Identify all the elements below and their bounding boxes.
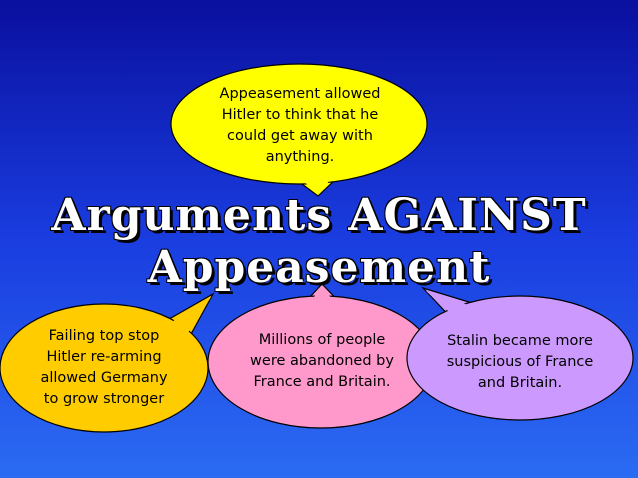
middle-bubble-text: Millions of people were abandoned by Fra… <box>250 332 394 390</box>
right-speech-bubble-shape <box>406 286 634 421</box>
left-speech-bubble-shape <box>0 292 215 433</box>
left-bubble-text: Failing top stop Hitler re-arming allowe… <box>40 328 168 407</box>
middle-speech-bubble-shape <box>207 283 435 429</box>
top-speech-bubble-shape <box>170 63 428 197</box>
top-bubble-text: Appeasement allowed Hitler to think that… <box>219 86 381 165</box>
right-bubble-text: Stalin became more suspicious of France … <box>446 333 594 391</box>
slide-title: Arguments AGAINST Appeasement <box>51 190 587 293</box>
